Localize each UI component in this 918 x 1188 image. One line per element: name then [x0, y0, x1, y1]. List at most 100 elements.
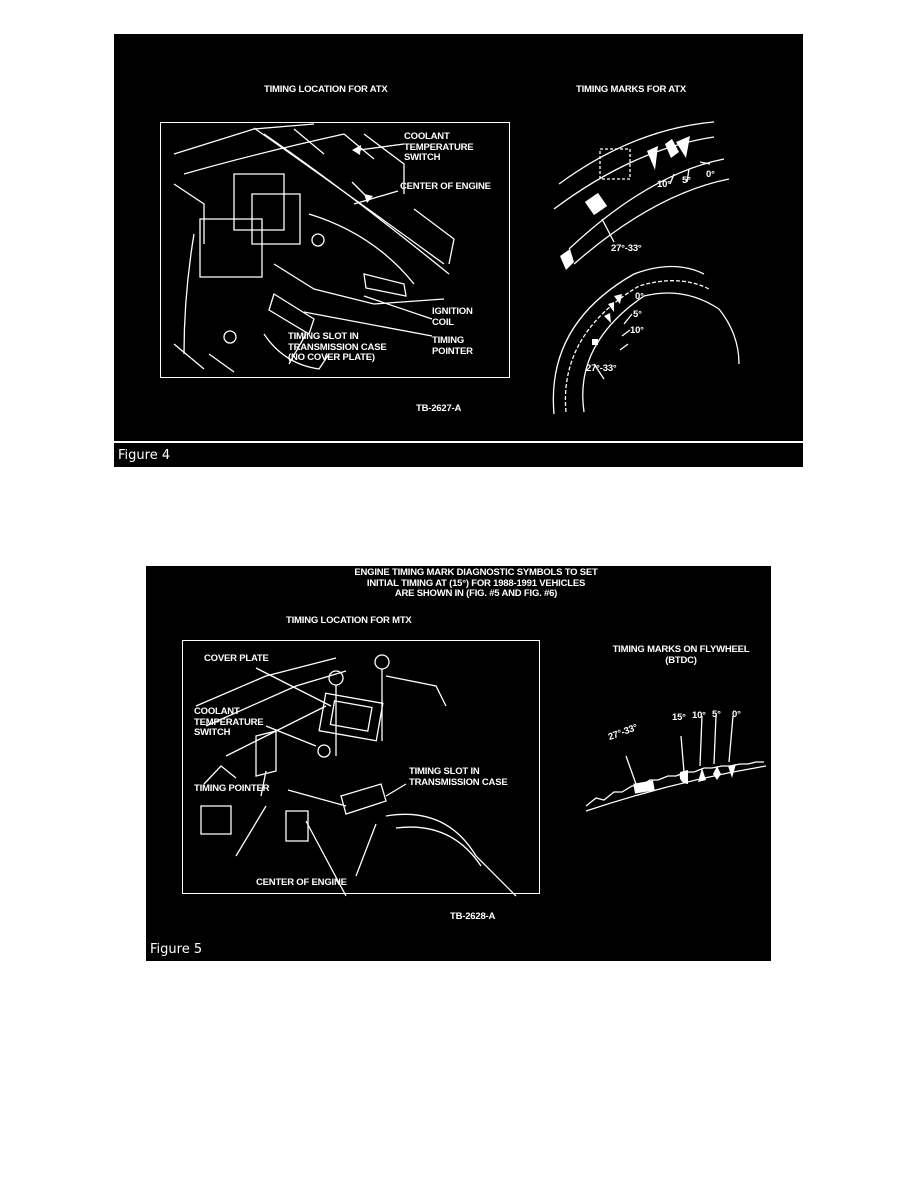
leader-line	[364, 296, 432, 319]
flywheel-arc	[574, 179, 729, 264]
pointer-leader	[700, 716, 702, 766]
housing-edge	[386, 676, 446, 706]
pointer-leader	[620, 344, 628, 350]
engine-edge	[174, 184, 204, 244]
ring-gear-arc	[583, 293, 719, 412]
pointer-leader	[602, 219, 614, 242]
mark-5-diamond	[713, 766, 721, 780]
mark-5-diamond	[665, 139, 679, 158]
engine-block	[252, 194, 300, 244]
leader-line	[354, 191, 398, 204]
figure-4-caption: Figure 4	[118, 448, 171, 463]
figure-4: TIMING LOCATION FOR ATX TIMING MARKS FOR…	[114, 34, 803, 467]
upper-label-10: 10°	[657, 179, 671, 190]
flywheel-arc	[554, 137, 714, 209]
lower-label-0: 0°	[635, 291, 644, 302]
switch-body	[256, 731, 276, 776]
callout-center-engine: CENTER OF ENGINE	[256, 877, 347, 888]
ring-gear-arc	[719, 309, 739, 364]
leader-line	[288, 790, 346, 806]
lower-mark-5	[608, 302, 614, 312]
engine-edge	[294, 129, 324, 154]
engine-block	[234, 174, 284, 230]
label-5: 5°	[712, 709, 721, 720]
caption-rule	[114, 441, 803, 443]
pipe	[386, 814, 516, 896]
figure-5-drawing	[146, 566, 771, 961]
mark-0-triangle	[676, 136, 690, 158]
lower-label-5: 5°	[633, 309, 642, 320]
switch-knob	[318, 745, 330, 757]
bracket	[274, 264, 444, 304]
bolt	[224, 331, 236, 343]
label-0: 0°	[732, 709, 741, 720]
housing-edge	[196, 658, 336, 706]
slot-housing	[269, 294, 314, 334]
label-10: 10°	[692, 710, 706, 721]
engine-edge	[174, 344, 204, 369]
hose-line	[184, 134, 344, 174]
cover-plate-inner	[330, 701, 372, 731]
title-timing-location: TIMING LOCATION FOR MTX	[286, 615, 412, 626]
lower-mark-10	[604, 313, 611, 323]
pointer-leader	[594, 364, 604, 379]
pointer-leader	[687, 169, 689, 182]
engine-edge	[414, 209, 454, 264]
upper-label-5: 5°	[682, 175, 691, 186]
leader-line	[256, 668, 331, 706]
label-15: 15°	[672, 712, 686, 723]
rotation-arrow	[560, 249, 574, 270]
bracket	[309, 214, 414, 284]
housing-window	[600, 149, 630, 179]
mark-15-half	[679, 770, 688, 784]
lower-mark-27-33	[592, 339, 598, 345]
center-rail	[264, 134, 449, 274]
pipe	[396, 827, 481, 866]
mark-0-triangle	[728, 764, 736, 778]
callout-center-engine: CENTER OF ENGINE	[400, 181, 491, 192]
upper-label-27-33: 27°-33°	[611, 243, 642, 254]
hose-line	[174, 124, 314, 154]
callout-timing-pointer: TIMING POINTER	[194, 783, 270, 794]
callout-timing-pointer: TIMING POINTER	[432, 335, 473, 357]
flywheel-teeth	[586, 762, 764, 806]
figure-5-ref: TB-2628-A	[450, 911, 496, 922]
mark-27-33-block	[584, 192, 608, 216]
title-timing-location: TIMING LOCATION FOR ATX	[264, 84, 388, 95]
bolt	[312, 234, 324, 246]
zigzag	[204, 766, 236, 784]
callout-coolant-switch: COOLANT TEMPERATURE SWITCH	[404, 131, 474, 163]
leader-line	[289, 334, 306, 364]
callout-coolant-switch: COOLANT TEMPERATURE SWITCH	[194, 706, 264, 738]
title-timing-marks: TIMING MARKS ON FLYWHEEL (BTDC)	[612, 644, 750, 666]
leader-line	[356, 824, 376, 876]
engine-block	[200, 219, 262, 277]
pointer-leader	[624, 314, 632, 324]
slot-housing	[341, 784, 386, 814]
arrowhead	[364, 194, 373, 203]
pointer-leader	[714, 716, 716, 764]
cover-plate	[319, 693, 383, 740]
lower-label-10: 10°	[630, 325, 644, 336]
flywheel-edge	[586, 766, 766, 811]
mark-27-33-block	[633, 780, 655, 794]
leader-line	[386, 784, 406, 796]
callout-cover-plate: COVER PLATE	[204, 653, 269, 664]
leader-line	[304, 312, 432, 336]
mark-10-triangle	[698, 768, 706, 782]
location-frame	[182, 640, 540, 894]
figure-5: ENGINE TIMING MARK DIAGNOSTIC SYMBOLS TO…	[146, 566, 771, 961]
engine-edge	[209, 354, 234, 372]
title-timing-marks: TIMING MARKS FOR ATX	[576, 84, 686, 95]
figure-5-caption: Figure 5	[150, 942, 203, 957]
figure-5-header: ENGINE TIMING MARK DIAGNOSTIC SYMBOLS TO…	[354, 567, 598, 599]
rail	[306, 821, 346, 896]
engine-edge	[184, 234, 194, 354]
callout-ignition-coil: IGNITION COIL	[432, 306, 473, 328]
engine-edge	[364, 134, 404, 194]
pointer-leader	[670, 174, 674, 184]
pointer-leader	[700, 162, 710, 164]
upper-label-0: 0°	[706, 169, 715, 180]
bolt	[329, 671, 343, 685]
fitting	[286, 811, 308, 841]
